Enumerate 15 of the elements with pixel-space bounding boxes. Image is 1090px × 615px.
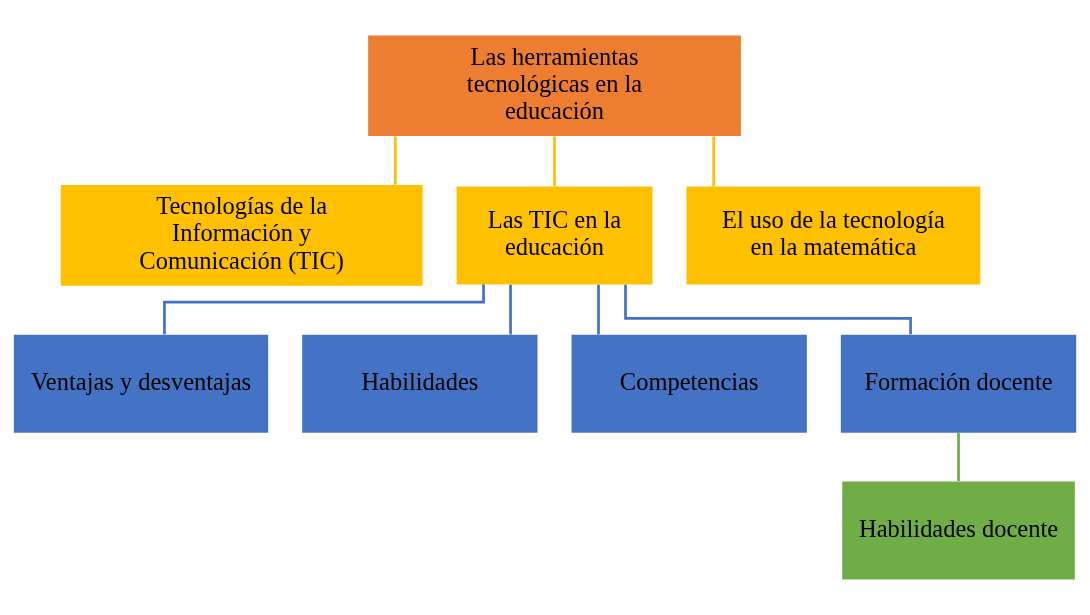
- node-box: Competencias: [571, 334, 807, 433]
- connector: [712, 136, 716, 187]
- connector: [957, 433, 960, 482]
- connector: [509, 284, 512, 335]
- node-box: Las TIC en la educación: [456, 186, 653, 285]
- connector: [597, 284, 600, 335]
- node-box: Tecnologías de la Información y Comunicación (TIC): [60, 185, 423, 286]
- node-box: Habilidades: [302, 334, 538, 433]
- node-box: Ventajas y desventajas: [13, 334, 269, 433]
- node-box: Habilidades docente: [842, 481, 1075, 580]
- node-box: El uso de la tecnología en la matemática: [686, 186, 981, 285]
- connector: [394, 136, 397, 185]
- connector: [553, 136, 556, 187]
- node-box: Las herramientas tecnológicas en la educación: [368, 35, 741, 137]
- node-box: Formación docente: [840, 334, 1077, 433]
